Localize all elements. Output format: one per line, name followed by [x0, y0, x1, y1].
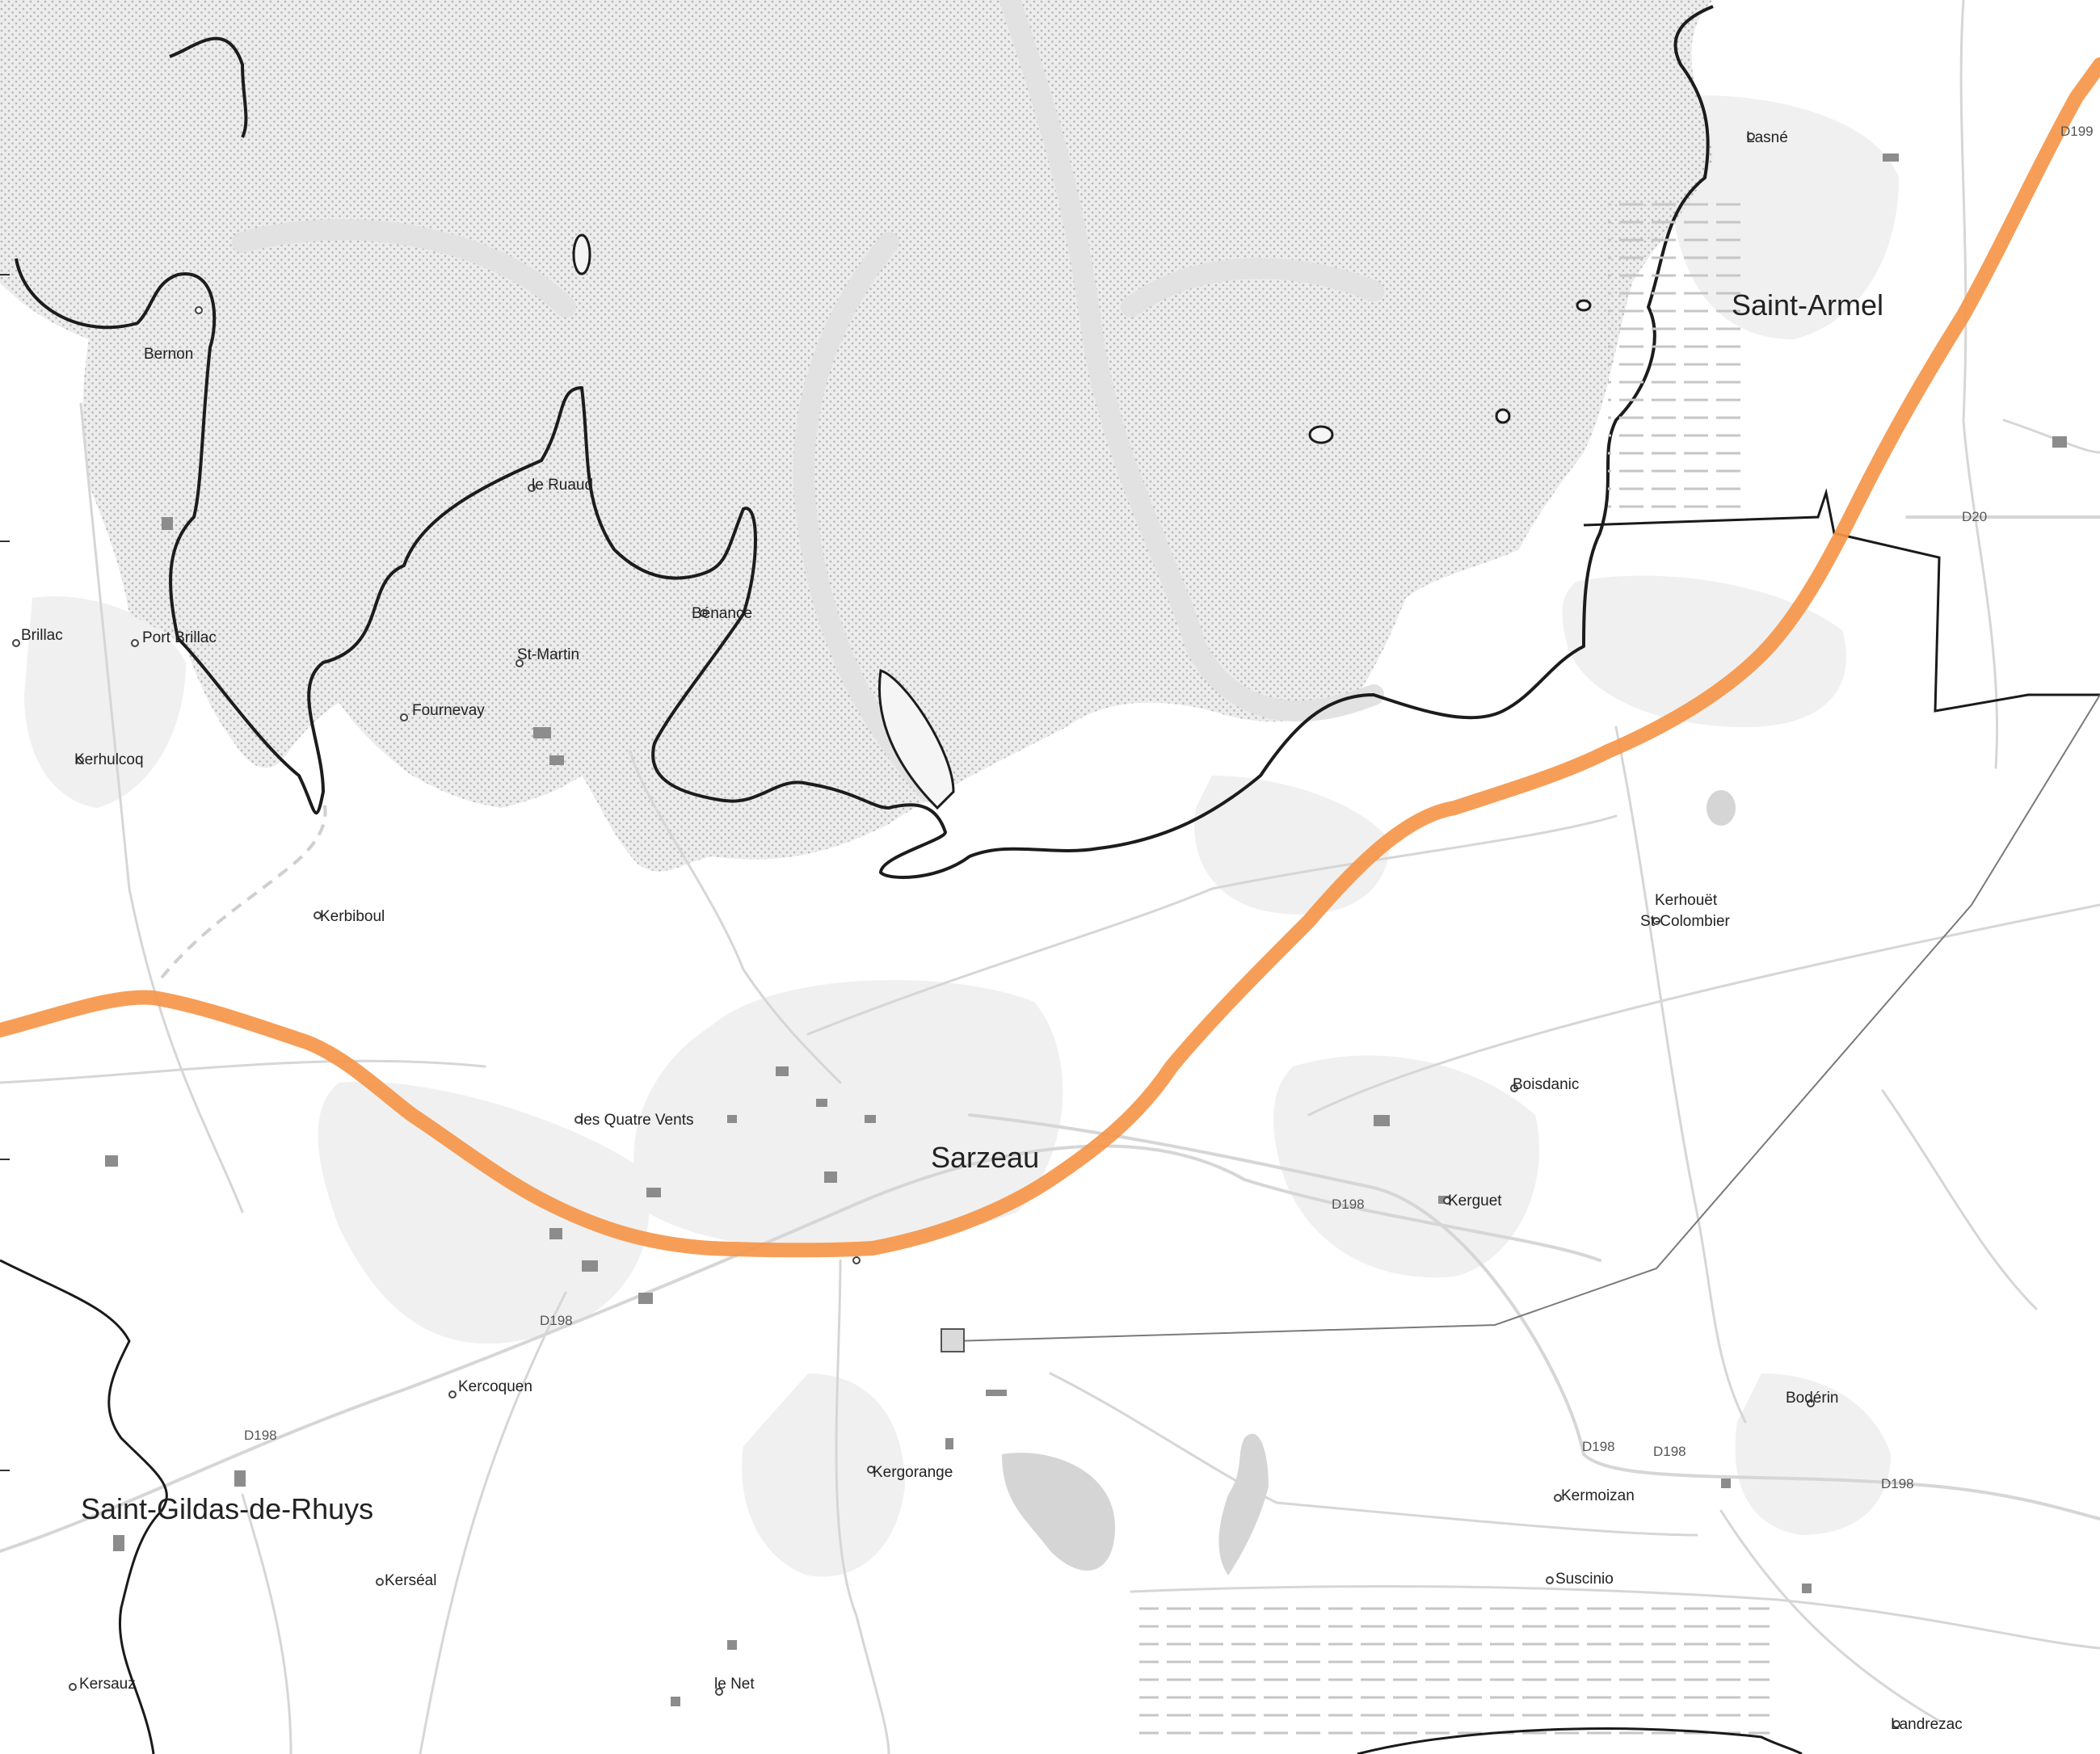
water-channels [232, 0, 1384, 802]
label-kerbiboul: Kerbiboul [320, 908, 385, 925]
label-landrezac: Landrezac [1891, 1716, 1963, 1733]
road-label-d198-b: D198 [540, 1313, 573, 1328]
road-label-d198-a: D198 [1332, 1197, 1365, 1212]
label-sarzeau: Sarzeau [931, 1141, 1039, 1174]
label-kergorange: Kergorange [873, 1464, 953, 1481]
label-lasne: Lasné [1746, 129, 1788, 146]
power-line [953, 694, 2100, 1342]
reservoir-marker [941, 1328, 965, 1352]
road-label-d199: D199 [2060, 124, 2094, 139]
label-suscinio: Suscinio [1555, 1571, 1614, 1588]
road-label-d198-c: D198 [244, 1428, 277, 1443]
coastline [15, 5, 1714, 879]
label-benance: Bénance [692, 605, 752, 622]
buildings [105, 154, 2067, 1706]
label-boisdanic: Boisdanic [1513, 1076, 1579, 1093]
label-le-net: le Net [714, 1676, 755, 1693]
label-kerguet: Kerguet [1448, 1192, 1502, 1209]
label-le-ruaud: le Ruaud [532, 477, 593, 494]
label-kerseal: Kerséal [385, 1572, 436, 1589]
road-label-d20: D20 [1962, 509, 1987, 524]
label-les-quatre-vents: les Quatre Vents [580, 1112, 693, 1129]
label-kerhouet: Kerhouët [1655, 892, 1718, 909]
label-bernon: Bernon [144, 346, 193, 363]
label-fournevay: Fournevay [412, 702, 485, 719]
coastline-north-bay [169, 36, 248, 138]
label-kerhulcoq: Kerhulcoq [74, 751, 144, 768]
admin-boundaries [0, 488, 2100, 1754]
marsh-areas [1139, 202, 1770, 1745]
label-saint-armel: Saint-Armel [1732, 288, 1883, 322]
label-kersauz: Kersauz [79, 1676, 136, 1693]
route-line [0, 57, 2100, 1258]
place-dots [12, 132, 1900, 1728]
road-label-d198-e: D198 [1653, 1444, 1686, 1459]
dashed-track [160, 799, 327, 979]
water-gulf [0, 0, 1713, 872]
label-st-martin: St-Martin [517, 646, 579, 663]
frame-ticks [0, 274, 10, 1471]
road-label-d198-f: D198 [1881, 1476, 1914, 1491]
label-port-brillac: Port Brillac [142, 629, 217, 646]
label-brillac: Brillac [21, 627, 63, 644]
label-saint-gildas: Saint-Gildas-de-Rhuys [81, 1492, 373, 1525]
label-st-colombier: St-Colombier [1640, 913, 1731, 930]
label-kermoizan: Kermoizan [1561, 1487, 1635, 1504]
label-kercoquen: Kercoquen [458, 1378, 532, 1395]
road-label-d198-d: D198 [1582, 1439, 1615, 1454]
islets [572, 233, 1592, 810]
ponds [1002, 790, 1736, 1575]
label-boderin: Bodérin [1786, 1390, 1839, 1407]
